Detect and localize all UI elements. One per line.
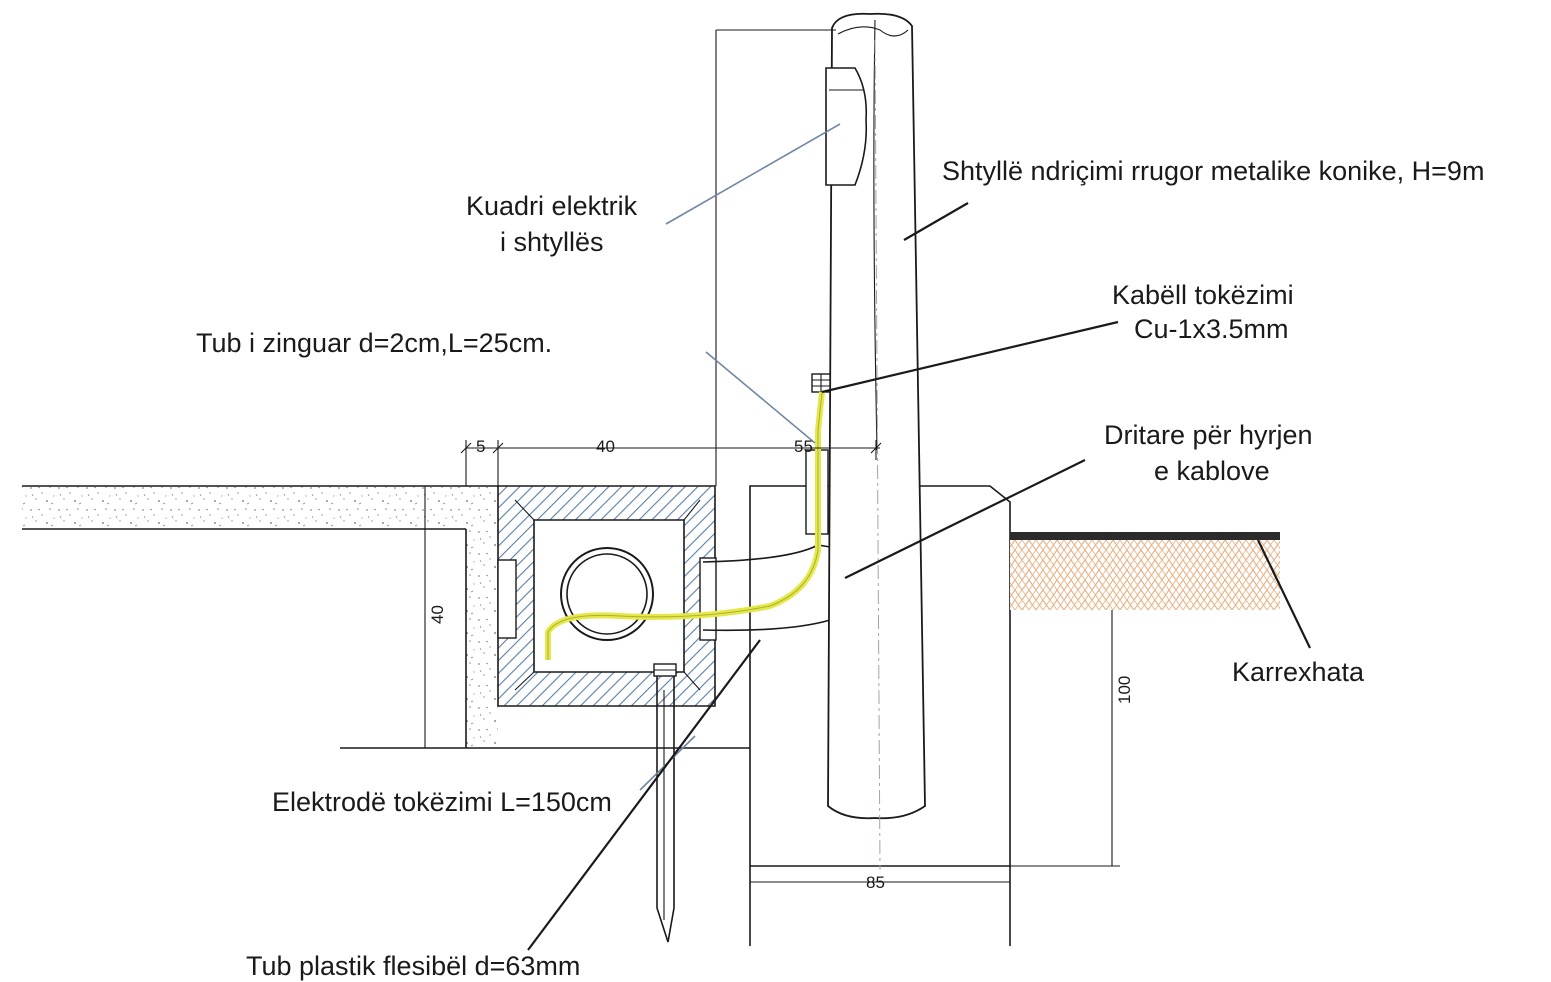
street-light-pole — [805, 12, 926, 871]
dim-85: 85 — [866, 873, 885, 892]
earth-electrode — [653, 663, 677, 943]
earth-cable — [545, 391, 825, 660]
dim-100: 100 — [1115, 676, 1134, 704]
extension-lines — [465, 29, 877, 486]
dim-55: 55 — [794, 437, 813, 456]
road-surface — [1010, 532, 1280, 610]
dim-40-top: 40 — [596, 437, 615, 456]
cable-pit — [497, 485, 717, 707]
label-earth-cable-line1: Kabëll tokëzimi — [1112, 280, 1294, 310]
label-panel-line1: Kuadri elektrik — [466, 191, 638, 221]
dim-40-side: 40 — [428, 605, 447, 624]
sidewalk-slab — [22, 485, 750, 749]
dim-5: 5 — [476, 437, 485, 456]
label-cable-window-line2: e kablove — [1154, 456, 1270, 486]
label-pole: Shtyllë ndriçimi rrugor metalike konike,… — [942, 156, 1484, 186]
label-flex-tube: Tub plastik flesibël d=63mm — [246, 951, 580, 981]
dimension-lines — [460, 442, 1120, 883]
leader-lines — [527, 123, 1311, 951]
pole-foundation — [749, 485, 1011, 946]
label-curb: Karrexhata — [1232, 657, 1365, 687]
label-cable-window-line1: Dritare për hyrjen — [1104, 420, 1313, 450]
label-electrode: Elektrodë tokëzimi L=150cm — [272, 787, 612, 817]
label-zinc-tube: Tub i zinguar d=2cm,L=25cm. — [196, 328, 552, 358]
label-earth-cable-line2: Cu-1x3.5mm — [1134, 314, 1289, 344]
label-panel-line2: i shtyllës — [500, 227, 604, 257]
